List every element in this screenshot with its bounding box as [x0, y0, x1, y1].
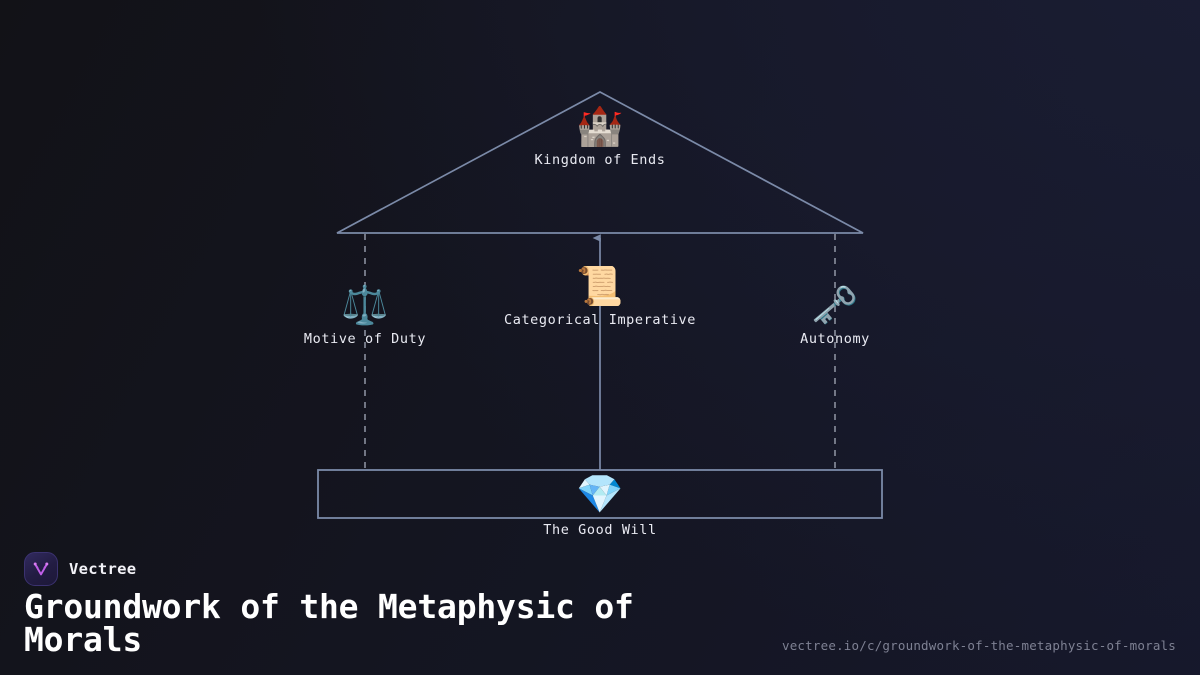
concept-diagram: 🏰 Kingdom of Ends ⚖️ Motive of Duty 📜 Ca…	[304, 91, 883, 538]
brand[interactable]: Vectree	[24, 552, 136, 586]
source-url: vectree.io/c/groundwork-of-the-metaphysi…	[781, 638, 1176, 653]
scroll-icon: 📜	[576, 264, 624, 308]
node-label: Kingdom of Ends	[534, 152, 666, 168]
balance-scale-icon: ⚖️	[341, 283, 389, 327]
old-key-icon: 🗝️	[811, 283, 859, 327]
node-kingdom-of-ends[interactable]: 🏰 Kingdom of Ends	[535, 104, 666, 168]
brand-name: Vectree	[69, 560, 137, 578]
node-label: Categorical Imperative	[503, 312, 697, 328]
node-autonomy[interactable]: 🗝️ Autonomy	[800, 283, 870, 347]
node-label: Motive of Duty	[303, 331, 427, 347]
goodwill-foundation-box	[317, 469, 883, 519]
slide-footer: Vectree Groundwork of the Metaphysic of …	[0, 540, 1200, 675]
vectree-logo-icon	[24, 552, 58, 586]
node-the-good-will[interactable]: 💎 The Good Will	[543, 470, 656, 538]
node-motive-of-duty[interactable]: ⚖️ Motive of Duty	[304, 283, 426, 347]
node-label: Autonomy	[800, 331, 870, 347]
page-title: Groundwork of the Metaphysic of Morals	[24, 587, 634, 659]
vectree-glyph	[33, 562, 49, 576]
diagram-edges	[317, 91, 883, 519]
gem-stone-icon: 💎	[576, 472, 624, 516]
node-label: The Good Will	[543, 522, 657, 538]
triangle-outline	[336, 91, 864, 234]
castle-icon: 🏰	[576, 104, 624, 148]
node-categorical-imperative[interactable]: 📜 Categorical Imperative	[504, 264, 696, 328]
